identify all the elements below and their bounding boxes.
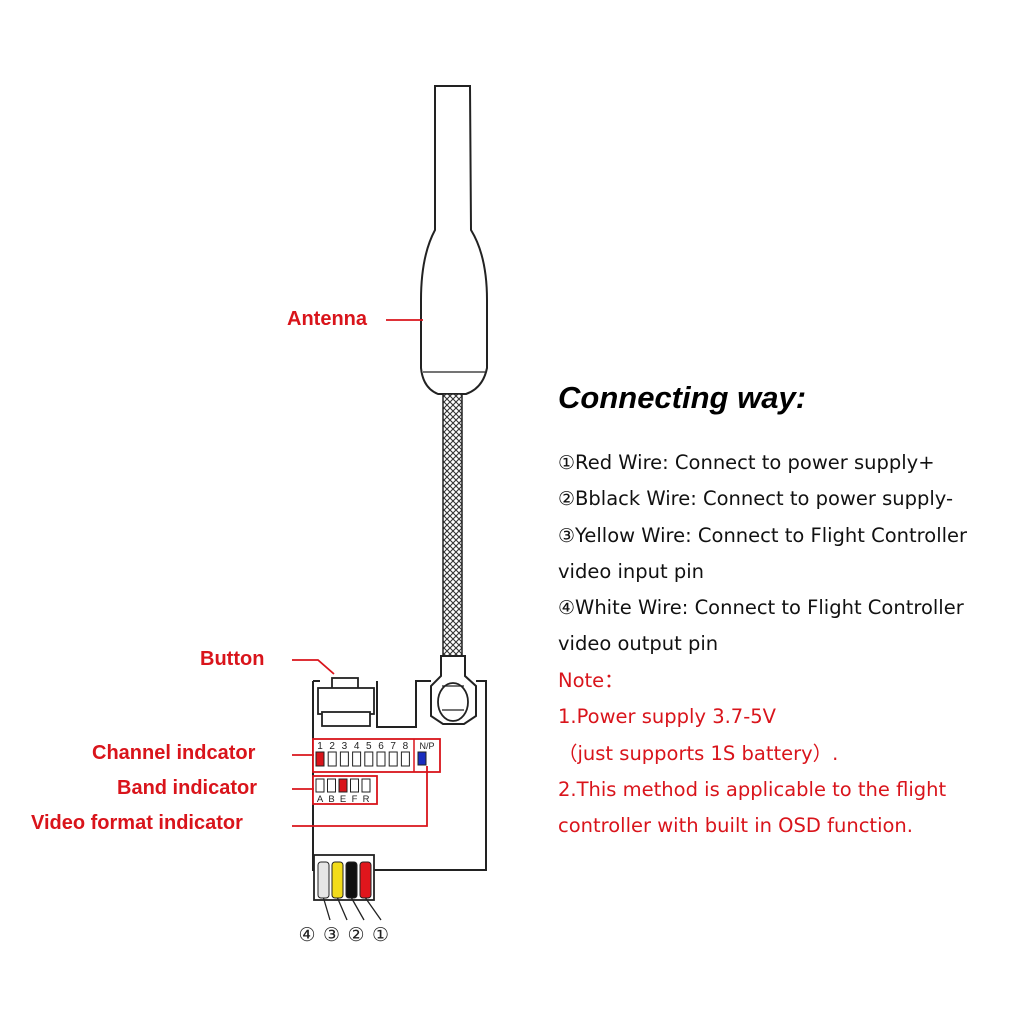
white-wire bbox=[317, 861, 330, 899]
channel-indicator-label: Channel indcator bbox=[92, 742, 256, 764]
band-led bbox=[315, 778, 325, 793]
wire-number-label: ④ bbox=[298, 924, 315, 946]
band-letter: B bbox=[328, 794, 334, 805]
instruction-wire3: ③Yellow Wire: Connect to Flight Controll… bbox=[558, 518, 967, 554]
antenna-label: Antenna bbox=[287, 308, 367, 330]
button-leader bbox=[292, 659, 335, 675]
channel-digit: 5 bbox=[366, 741, 372, 752]
wire3-number: ③ bbox=[558, 525, 576, 547]
wire-leader bbox=[350, 897, 365, 921]
button-label: Button bbox=[200, 648, 265, 670]
channel-digit: 4 bbox=[354, 741, 360, 752]
wire-leader bbox=[336, 897, 348, 921]
channel-digit: 7 bbox=[390, 741, 396, 752]
antenna-cable bbox=[442, 393, 463, 659]
band-letter: F bbox=[352, 794, 358, 805]
wire1-number: ① bbox=[558, 452, 576, 474]
note-2-cont: controller with built in OSD function. bbox=[558, 814, 913, 837]
band-letter: A bbox=[317, 794, 324, 805]
note-title: Note： bbox=[558, 669, 624, 692]
wire-number-label: ③ bbox=[323, 924, 340, 946]
channel-led bbox=[352, 751, 362, 767]
channel-digit: 6 bbox=[378, 741, 384, 752]
pcb-board bbox=[312, 680, 487, 871]
channel-led bbox=[364, 751, 374, 767]
wire2-number: ② bbox=[558, 488, 576, 510]
red-wire bbox=[359, 861, 372, 899]
instruction-wire2: ②Bblack Wire: Connect to power supply- bbox=[558, 481, 953, 517]
instruction-wire3-cont: video input pin bbox=[558, 560, 704, 583]
band-indicator-label: Band indicator bbox=[117, 777, 258, 799]
channel-led bbox=[400, 751, 410, 767]
wire-number-label: ② bbox=[347, 924, 364, 946]
channel-led bbox=[388, 751, 398, 767]
wire3-text: Yellow Wire: Connect to Flight Controlle… bbox=[575, 524, 968, 547]
band-led bbox=[327, 778, 336, 793]
video-leader bbox=[292, 766, 428, 827]
wire1-text: Red Wire: Connect to power supply+ bbox=[575, 451, 935, 474]
wire4-text: White Wire: Connect to Flight Controller bbox=[575, 596, 964, 619]
band-letter: R bbox=[363, 794, 370, 805]
wire-number-label: ① bbox=[372, 924, 389, 946]
wire-leader bbox=[322, 897, 331, 921]
channel-led bbox=[327, 751, 337, 767]
wire4-number: ④ bbox=[558, 597, 576, 619]
antenna-housing bbox=[420, 85, 488, 395]
wire-header bbox=[313, 854, 382, 921]
note-2: 2.This method is applicable to the fligh… bbox=[558, 778, 947, 801]
np-label: N/P bbox=[419, 741, 434, 751]
note-1-cont: （just supports 1S battery）. bbox=[558, 742, 839, 765]
wire-leader bbox=[364, 897, 382, 921]
instructions-heading: Connecting way: bbox=[558, 380, 807, 415]
channel-digit: 8 bbox=[403, 741, 409, 752]
channel-led bbox=[315, 751, 325, 767]
instruction-wire4: ④White Wire: Connect to Flight Controlle… bbox=[558, 590, 964, 626]
channel-digit: 3 bbox=[342, 741, 348, 752]
channel-digit: 2 bbox=[329, 741, 335, 752]
wire2-text: Bblack Wire: Connect to power supply- bbox=[575, 487, 954, 510]
channel-digit: 1 bbox=[317, 741, 323, 752]
band-leds bbox=[315, 778, 371, 793]
note-1: 1.Power supply 3.7-5V bbox=[558, 705, 776, 728]
push-button[interactable] bbox=[317, 677, 375, 727]
channel-leds bbox=[315, 751, 410, 767]
band-letter: E bbox=[340, 794, 346, 805]
channel-led bbox=[376, 751, 386, 767]
black-wire bbox=[345, 861, 358, 899]
instruction-wire1: ①Red Wire: Connect to power supply+ bbox=[558, 445, 935, 481]
np-led bbox=[417, 751, 427, 766]
band-led bbox=[350, 778, 359, 793]
band-led bbox=[361, 778, 371, 793]
yellow-wire bbox=[331, 861, 344, 899]
instruction-wire4-cont: video output pin bbox=[558, 632, 719, 655]
band-led bbox=[338, 778, 348, 793]
connector-ring bbox=[437, 682, 469, 722]
video-format-label: Video format indicator bbox=[31, 812, 243, 834]
channel-led bbox=[339, 751, 349, 767]
